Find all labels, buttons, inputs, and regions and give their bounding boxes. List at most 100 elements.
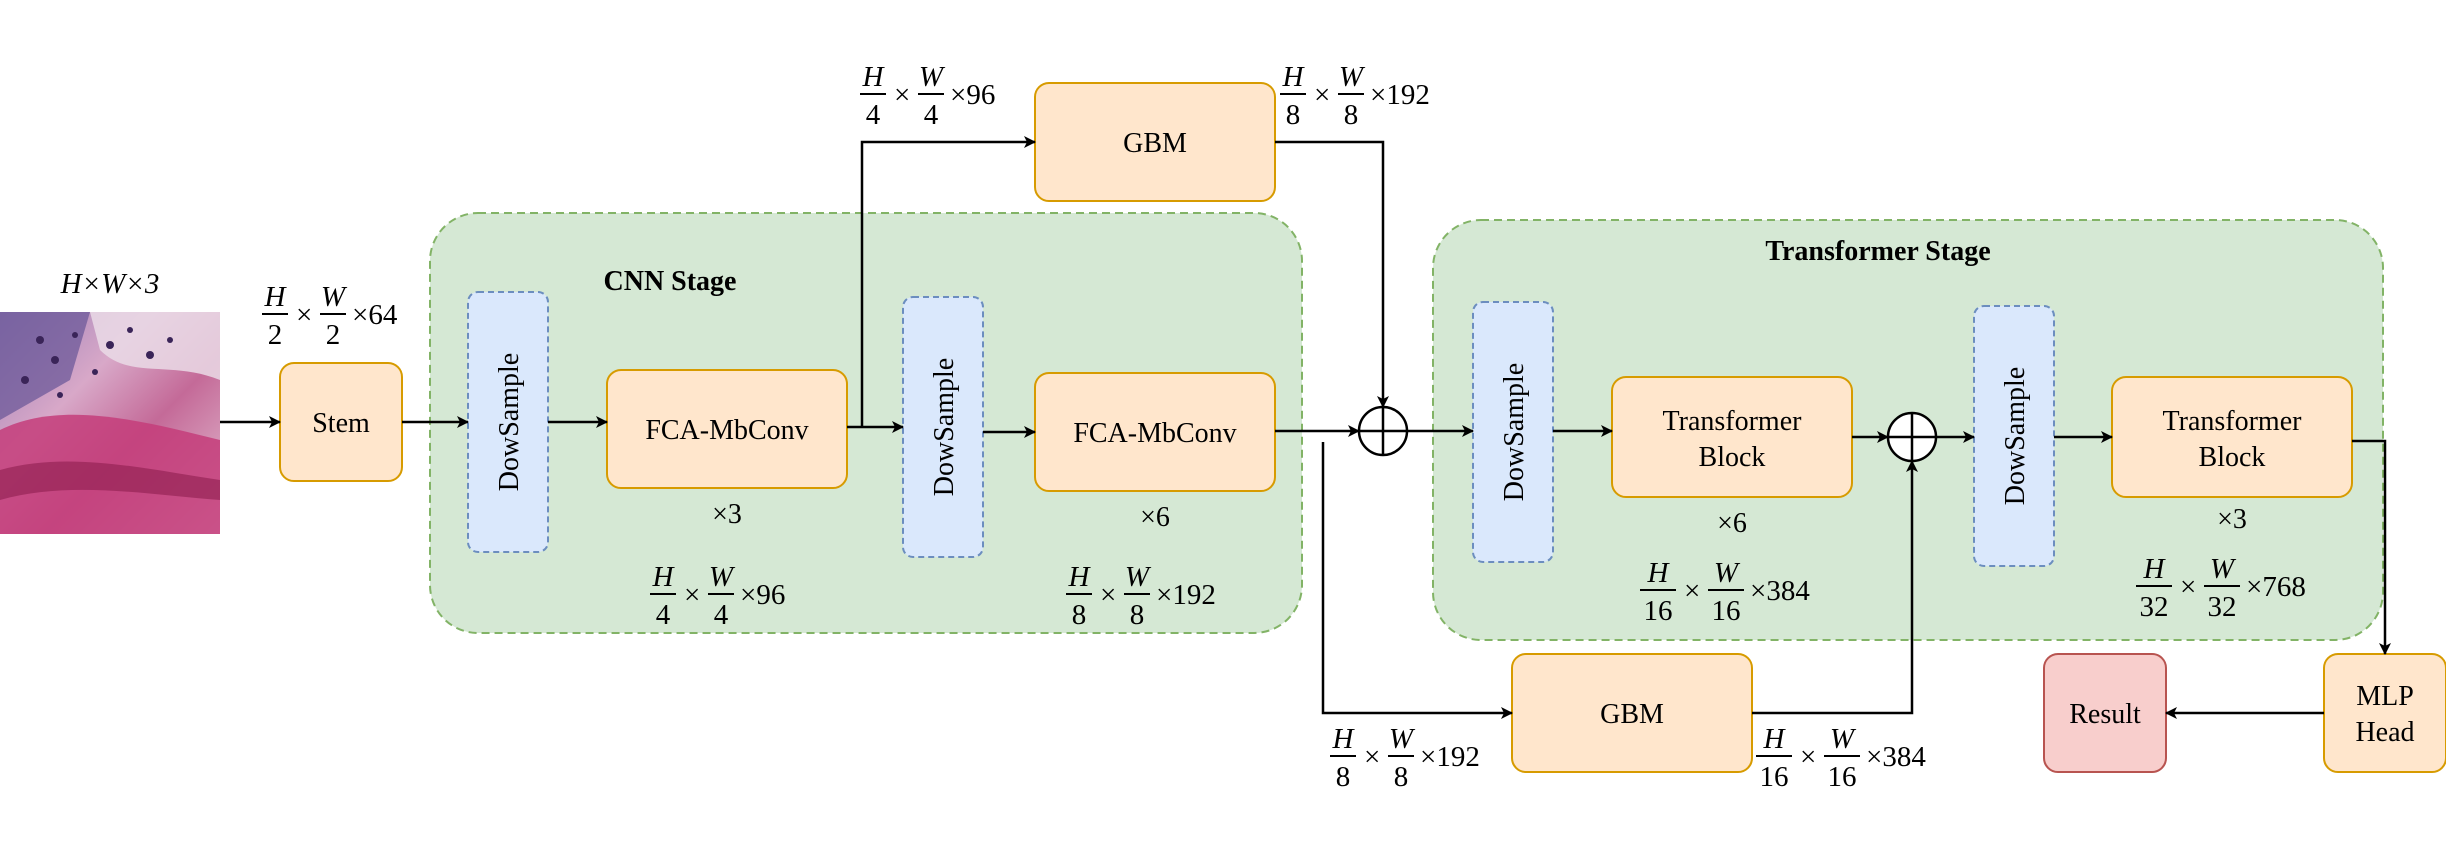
fca-repeat-1: ×3	[712, 499, 742, 530]
dim-label-trans2: H 32 × W 32 ×768	[2136, 553, 2306, 623]
transformer-label-1a: Transformer	[1663, 406, 1803, 437]
dim-label-gbm2-out: H 16 × W 16 ×384	[1756, 723, 1926, 793]
downsample-label-2: DowSample	[929, 358, 960, 496]
width-fraction-denominator: 8	[1130, 599, 1145, 631]
stem-label: Stem	[312, 408, 370, 439]
mlp-head-label-a: MLP	[2356, 681, 2414, 712]
channel-count: ×192	[1156, 579, 1216, 611]
transformer-stage-title: Transformer Stage	[1765, 236, 1990, 267]
transformer-repeat-1: ×6	[1717, 508, 1747, 539]
height-fraction-numerator: H	[1332, 723, 1356, 755]
times-sign: ×	[894, 79, 910, 111]
arrow-fca2-gbm2	[1321, 442, 1513, 719]
width-fraction-denominator: 8	[1344, 99, 1359, 131]
dim-label-stem-out: H 2 × W 2 ×64	[262, 281, 398, 351]
width-fraction-numerator: W	[1830, 723, 1857, 755]
channel-count: ×384	[1866, 741, 1926, 773]
height-fraction-numerator: H	[264, 281, 288, 313]
channel-count: ×192	[1370, 79, 1430, 111]
downsample-label-3: DowSample	[1499, 363, 1530, 501]
gbm-label-1: GBM	[1123, 128, 1187, 159]
width-fraction-denominator: 4	[924, 99, 939, 131]
mlp-head-label-b: Head	[2355, 717, 2414, 748]
input-size-label: H×W×3	[60, 268, 160, 300]
width-fraction-denominator: 8	[1394, 761, 1409, 793]
downsample-block-2	[902, 296, 984, 558]
height-fraction-denominator: 32	[2140, 591, 2169, 623]
transformer-label-2b: Block	[2199, 442, 2266, 473]
times-sign: ×	[2180, 571, 2196, 603]
height-fraction-numerator: H	[1763, 723, 1787, 755]
fca-repeat-2: ×6	[1140, 502, 1170, 533]
dim-label-cnn2: H 8 × W 8 ×192	[1066, 561, 1216, 631]
height-fraction-denominator: 2	[268, 319, 283, 351]
channel-count: ×384	[1750, 575, 1810, 607]
sum-node-1	[1357, 405, 1409, 457]
width-fraction-denominator: 2	[326, 319, 341, 351]
width-fraction-numerator: W	[919, 61, 946, 93]
width-fraction-numerator: W	[1714, 557, 1741, 589]
height-fraction-numerator: H	[1647, 557, 1671, 589]
height-fraction-denominator: 8	[1072, 599, 1087, 631]
height-fraction-denominator: 4	[656, 599, 671, 631]
width-fraction-numerator: W	[709, 561, 736, 593]
height-fraction-denominator: 8	[1336, 761, 1351, 793]
downsample-label-1: DowSample	[494, 353, 525, 491]
channel-count: ×64	[352, 299, 398, 331]
arrow-trans2-mlp	[2352, 439, 2391, 655]
dim-label-trans1: H 16 × W 16 ×384	[1640, 557, 1810, 627]
height-fraction-numerator: H	[652, 561, 676, 593]
height-fraction-numerator: H	[862, 61, 886, 93]
times-sign: ×	[1800, 741, 1816, 773]
times-sign: ×	[684, 579, 700, 611]
height-fraction-denominator: 16	[1644, 595, 1673, 627]
transformer-repeat-2: ×3	[2217, 504, 2247, 535]
arrow-fca1-gbm1	[860, 136, 1036, 427]
height-fraction-denominator: 16	[1760, 761, 1789, 793]
sum-node-2	[1886, 411, 1938, 463]
fca-mbconv-label-2: FCA-MbConv	[1073, 418, 1236, 449]
height-fraction-numerator: H	[2143, 553, 2167, 585]
times-sign: ×	[1100, 579, 1116, 611]
transformer-block-1	[1611, 376, 1853, 498]
height-fraction-numerator: H	[1282, 61, 1306, 93]
dim-label-gbm2-in: H 8 × W 8 ×192	[1330, 723, 1480, 793]
width-fraction-numerator: W	[2210, 553, 2237, 585]
cnn-stage-title: CNN Stage	[604, 266, 737, 297]
fca-mbconv-block-1	[606, 369, 848, 489]
input-image	[0, 312, 220, 534]
width-fraction-denominator: 32	[2208, 591, 2237, 623]
dim-label-cnn1: H 4 × W 4 ×96	[650, 561, 785, 631]
times-sign: ×	[1364, 741, 1380, 773]
times-sign: ×	[296, 299, 312, 331]
transformer-block-2	[2111, 376, 2353, 498]
transformer-label-1b: Block	[1699, 442, 1766, 473]
height-fraction-denominator: 4	[866, 99, 881, 131]
channel-count: ×96	[740, 579, 785, 611]
result-label: Result	[2069, 699, 2141, 730]
width-fraction-numerator: W	[1389, 723, 1416, 755]
fca-mbconv-label-1: FCA-MbConv	[645, 415, 808, 446]
transformer-label-2a: Transformer	[2163, 406, 2303, 437]
times-sign: ×	[1314, 79, 1330, 111]
dim-label-gbm1-in: H 4 × W 4 ×96	[860, 61, 995, 131]
width-fraction-denominator: 4	[714, 599, 729, 631]
height-fraction-denominator: 8	[1286, 99, 1301, 131]
downsample-label-4: DowSample	[2000, 367, 2031, 505]
width-fraction-numerator: W	[1125, 561, 1152, 593]
gbm-label-2: GBM	[1600, 699, 1664, 730]
width-fraction-numerator: W	[321, 281, 348, 313]
mlp-head-block	[2323, 653, 2446, 773]
width-fraction-numerator: W	[1339, 61, 1366, 93]
channel-count: ×192	[1420, 741, 1480, 773]
width-fraction-denominator: 16	[1828, 761, 1857, 793]
width-fraction-denominator: 16	[1712, 595, 1741, 627]
height-fraction-numerator: H	[1068, 561, 1092, 593]
channel-count: ×768	[2246, 571, 2306, 603]
dim-label-gbm1-out: H 8 × W 8 ×192	[1280, 61, 1430, 131]
times-sign: ×	[1684, 575, 1700, 607]
channel-count: ×96	[950, 79, 995, 111]
arrow-gbm2-sum2	[1752, 460, 1918, 715]
arrow-gbm1-sum1	[1275, 140, 1389, 408]
